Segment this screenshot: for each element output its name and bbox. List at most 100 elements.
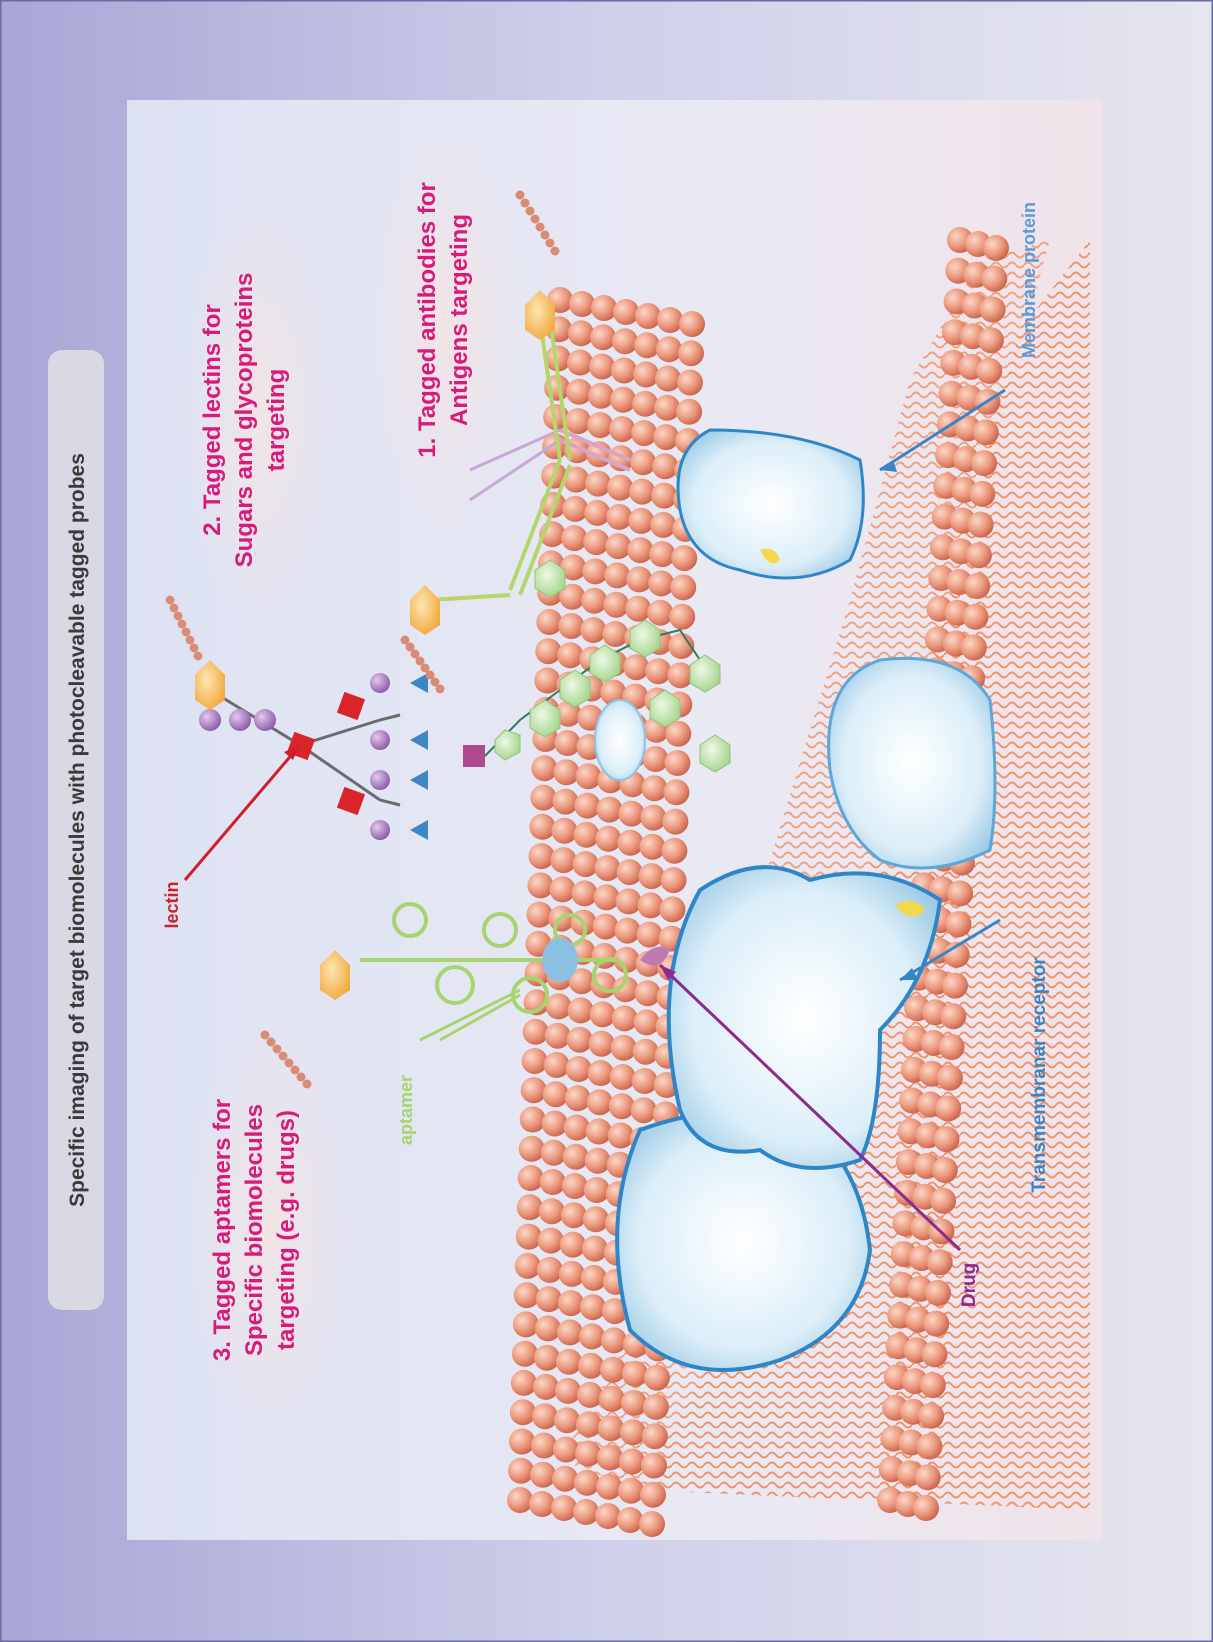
lipid-head — [562, 1173, 588, 1199]
lipid-head — [536, 609, 562, 635]
lipid-head — [664, 750, 690, 776]
lipid-head — [529, 814, 555, 840]
lipid-head — [650, 512, 676, 538]
lipid-head — [532, 1403, 558, 1429]
lipid-head — [534, 668, 560, 694]
lipid-head — [663, 779, 689, 805]
lipid-head — [615, 918, 641, 944]
lipid-head — [634, 1009, 660, 1035]
lipid-head — [572, 880, 598, 906]
lipid-head — [969, 481, 995, 507]
membrane-protein-small — [595, 700, 645, 780]
lipid-head — [597, 1445, 623, 1471]
lipid-head — [511, 1370, 537, 1396]
lipid-head — [635, 980, 661, 1006]
lipid-head — [580, 1294, 606, 1320]
lipid-head — [588, 1060, 614, 1086]
lipid-head — [629, 479, 655, 505]
lipid-head — [978, 327, 1004, 353]
lipid-head — [565, 408, 591, 434]
lipid-head — [593, 914, 619, 940]
lipid-head — [644, 1365, 670, 1391]
lipid-head — [566, 1056, 592, 1082]
lipid-head — [545, 1023, 571, 1049]
lipid-head — [531, 755, 557, 781]
lipid-head — [611, 358, 637, 384]
lipid-head — [594, 884, 620, 910]
lipid-head — [523, 1019, 549, 1045]
lipid-head — [574, 793, 600, 819]
lipid-head — [645, 658, 671, 684]
probe-aptamers-line3: targeting (e.g. drugs) — [273, 1110, 300, 1350]
lipid-head — [551, 1495, 577, 1521]
tag-bead — [516, 191, 525, 200]
lipid-head — [639, 863, 665, 889]
lipid-head — [617, 859, 643, 885]
lipid-head — [973, 419, 999, 445]
lipid-head — [605, 533, 631, 559]
lipid-head — [569, 291, 595, 317]
lipid-head — [538, 1228, 564, 1254]
lipid-head — [516, 1224, 542, 1250]
lipid-head — [981, 266, 1007, 292]
probe-aptamers-line1: 3. Tagged aptamers for — [209, 1099, 236, 1361]
lipid-head — [676, 399, 702, 425]
lipid-head — [653, 424, 679, 450]
lipid-head — [669, 604, 695, 630]
lipid-head — [573, 851, 599, 877]
lipid-head — [634, 332, 660, 358]
lipid-head — [543, 1081, 569, 1107]
lipid-head — [913, 1495, 939, 1521]
lipid-head — [625, 596, 651, 622]
lipid-head — [667, 662, 693, 688]
lipid-head — [568, 320, 594, 346]
lipid-head — [925, 1280, 951, 1306]
lipid-head — [522, 1048, 548, 1074]
lipid-head — [671, 545, 697, 571]
probe-lectins-line3: targeting — [263, 369, 290, 472]
lipid-head — [558, 1290, 584, 1316]
label-aptamer: aptamer — [396, 1075, 416, 1145]
lipid-head — [641, 775, 667, 801]
lipid-head — [641, 1453, 667, 1479]
lipid-head — [626, 566, 652, 592]
lipid-head — [678, 340, 704, 366]
lipid-head — [585, 1148, 611, 1174]
lipid-head — [586, 1119, 612, 1145]
lipid-head — [963, 604, 989, 630]
lipid-head — [616, 888, 642, 914]
lipid-head — [590, 324, 616, 350]
lipid-head — [533, 1374, 559, 1400]
lipid-head — [631, 420, 657, 446]
tag-bead — [182, 628, 191, 637]
lipid-head — [535, 638, 561, 664]
lipid-head — [670, 574, 696, 600]
lipid-head — [551, 818, 577, 844]
probe-aptamers-line2: Specific biomolecules — [241, 1104, 268, 1356]
tag-bead — [279, 1052, 288, 1061]
probe-label-aptamers: 3. Tagged aptamers for Specific biomolec… — [209, 1099, 300, 1361]
lipid-head — [595, 826, 621, 852]
lipid-head — [521, 1077, 547, 1103]
lipid-head — [517, 1194, 543, 1220]
lipid-head — [607, 475, 633, 501]
lipid-head — [544, 1052, 570, 1078]
lipid-head — [553, 759, 579, 785]
lipid-head — [574, 1470, 600, 1496]
lipid-head — [677, 370, 703, 396]
lipid-head — [578, 1353, 604, 1379]
lipid-head — [552, 789, 578, 815]
lipid-head — [606, 504, 632, 530]
lipid-head — [603, 592, 629, 618]
lipid-head — [550, 876, 576, 902]
lipid-head — [976, 358, 1002, 384]
lipid-head — [964, 573, 990, 599]
tag-bead — [285, 1059, 294, 1068]
tag-bead — [303, 1080, 312, 1089]
label-transmembrane-receptor: Transmembranar receptor — [1029, 957, 1050, 1193]
tag-bead — [521, 199, 530, 208]
lipid-head — [612, 328, 638, 354]
lipid-head — [643, 1394, 669, 1420]
probe-antibodies-line1: 1. Tagged antibodies for — [414, 182, 441, 458]
